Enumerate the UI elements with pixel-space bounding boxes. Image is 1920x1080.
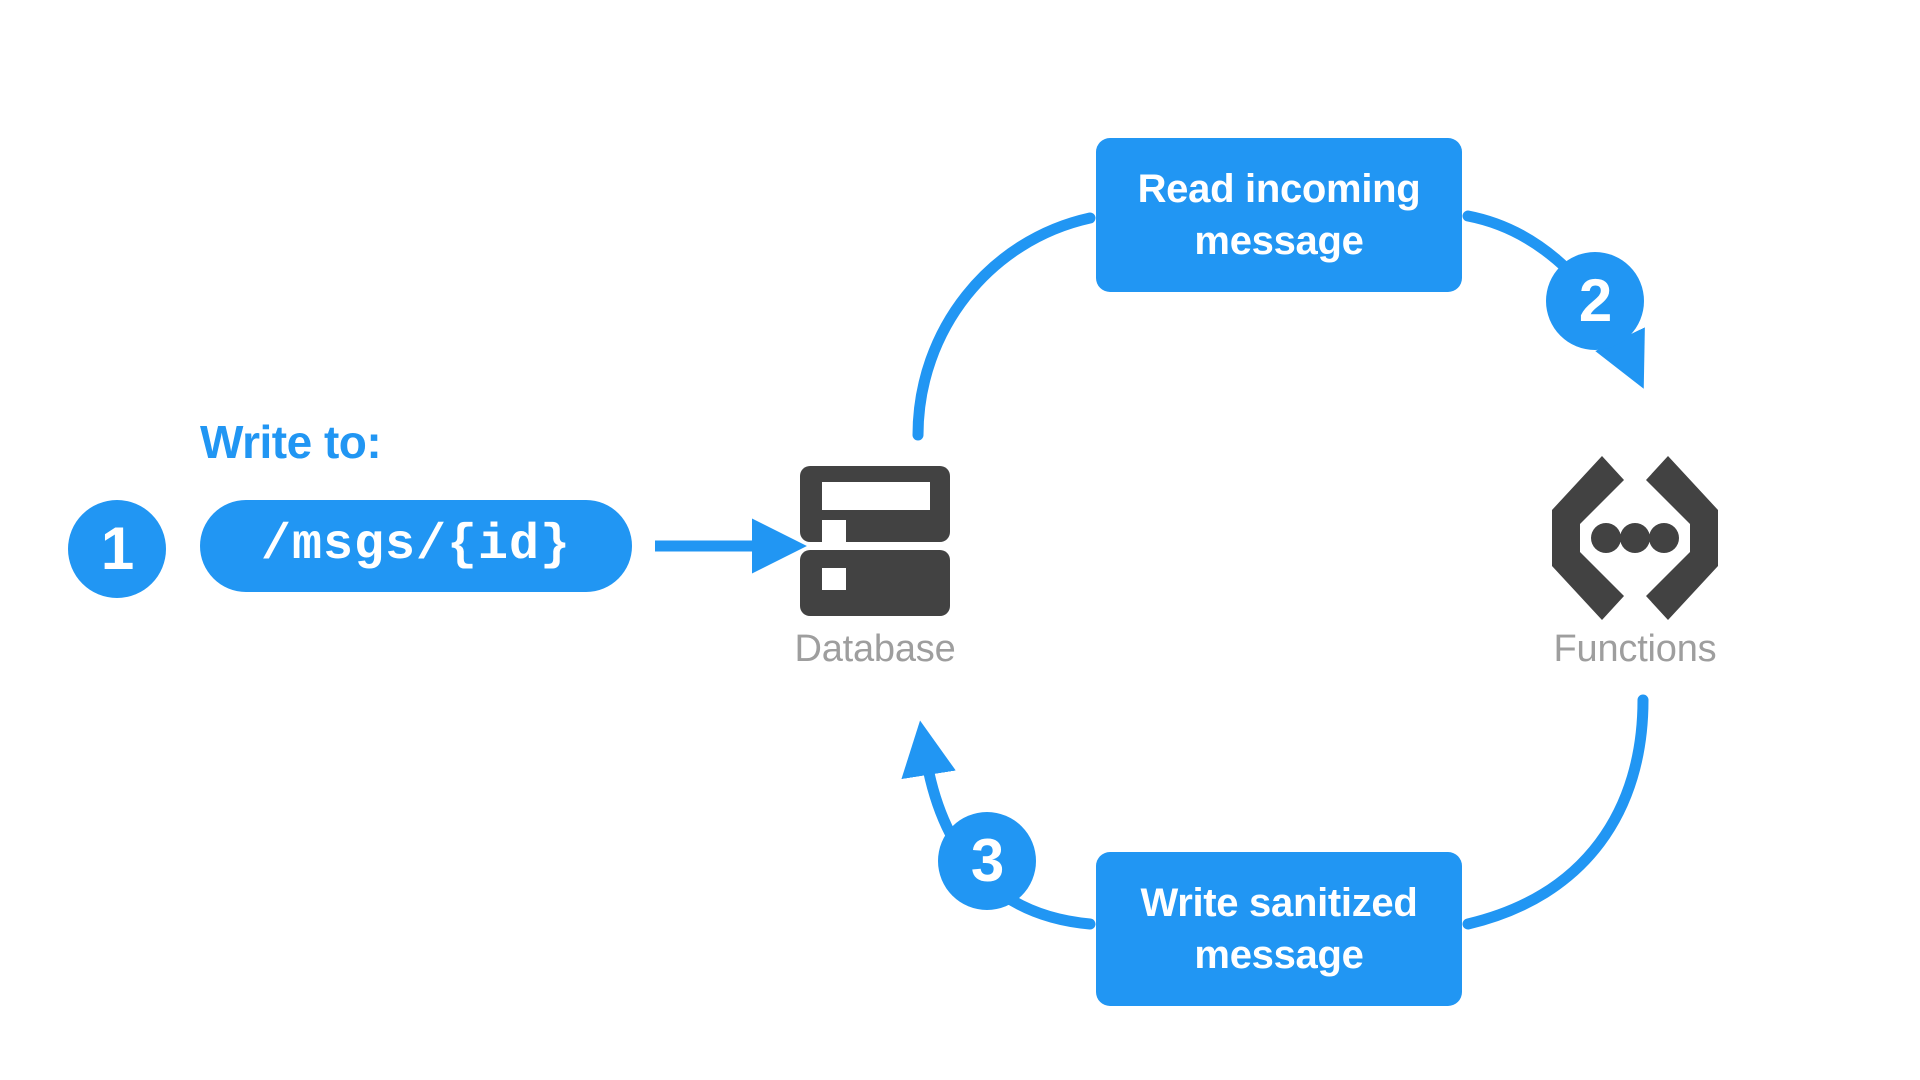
box-write-line1: Write sanitized: [1140, 881, 1418, 925]
box-write-sanitized-message[interactable]: Write sanitized message: [1096, 852, 1462, 1006]
edge-functions-to-write: [1462, 694, 1649, 930]
step-badge-2: 2: [1546, 252, 1644, 350]
node-functions[interactable]: Functions: [1520, 452, 1750, 671]
write-to-label: Write to:: [200, 416, 382, 468]
database-icon: [800, 466, 950, 616]
box-read-line2: message: [1194, 219, 1364, 263]
step-badge-3: 3: [938, 812, 1036, 910]
box-write-line2: message: [1194, 933, 1364, 977]
node-database[interactable]: Database: [760, 462, 990, 671]
box-read-line1: Read incoming: [1137, 167, 1421, 211]
box-read-incoming-message[interactable]: Read incoming message: [1096, 138, 1462, 292]
functions-caption: Functions: [1553, 628, 1717, 670]
database-path-pill[interactable]: /msgs/{id}: [200, 500, 632, 592]
functions-brackets-icon: [1552, 456, 1718, 620]
database-caption: Database: [794, 628, 956, 670]
edge-database-to-read: [912, 212, 1096, 441]
step-badge-1: 1: [68, 500, 166, 598]
